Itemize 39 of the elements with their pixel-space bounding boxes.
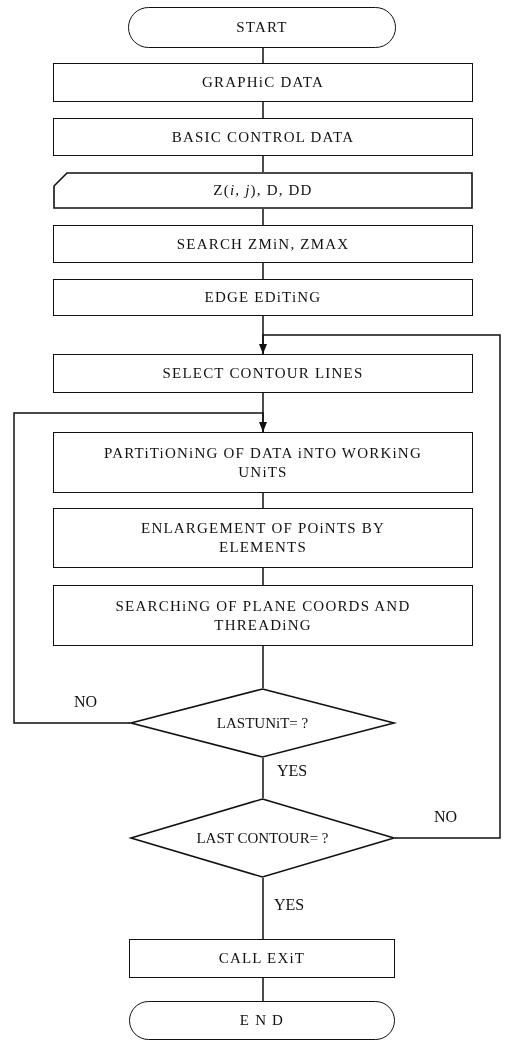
step-label: SELECT CONTOUR LINES — [162, 364, 364, 383]
process-box — [53, 432, 473, 493]
process-box — [53, 508, 473, 568]
connector-line — [262, 877, 264, 940]
process-box — [53, 279, 473, 316]
connector-line — [262, 757, 264, 799]
connector-line — [262, 101, 264, 119]
loop-arrow — [13, 412, 268, 724]
connector-line — [262, 47, 264, 64]
step-label: E N D — [239, 1011, 285, 1030]
step-label: PARTiTiONiNG OF DATA iNTO WORKiNG UNiTS — [103, 443, 423, 482]
connector-line — [262, 977, 264, 1002]
process-box — [129, 939, 395, 978]
connector-line — [262, 492, 264, 509]
connector-line — [262, 262, 264, 280]
connector-line — [262, 567, 264, 586]
step-label: EDGE EDiTiNG — [204, 288, 322, 307]
connector-line — [262, 208, 264, 226]
step-label: START — [236, 18, 288, 37]
step-label: Z(i, j), D, DD — [213, 181, 313, 200]
loop-arrow — [258, 334, 501, 839]
decision-label: LAST CONTOUR= ? — [196, 828, 329, 848]
step-label: BASIC CONTROL DATA — [171, 127, 355, 147]
process-box — [53, 354, 473, 393]
connector-line — [262, 645, 264, 689]
step-label: SEARCH ZMiN, ZMAX — [176, 234, 350, 254]
process-box — [53, 225, 473, 263]
step-label: SEARCHiNG OF PLANE COORDS AND THREADiNG — [114, 596, 412, 635]
decision-diamond — [130, 688, 395, 758]
input-card — [53, 172, 473, 209]
decision-label: LASTUNiT= ? — [216, 713, 309, 733]
process-box — [53, 118, 473, 156]
connector-line — [262, 155, 264, 173]
step-label: ENLARGEMENT OF POiNTS BY ELEMENTS — [140, 519, 386, 557]
decision-diamond — [130, 798, 395, 878]
step-label: CALL EXiT — [218, 949, 306, 968]
process-box — [53, 63, 473, 102]
process-box — [53, 585, 473, 646]
step-label: GRAPHiC DATA — [202, 73, 324, 92]
